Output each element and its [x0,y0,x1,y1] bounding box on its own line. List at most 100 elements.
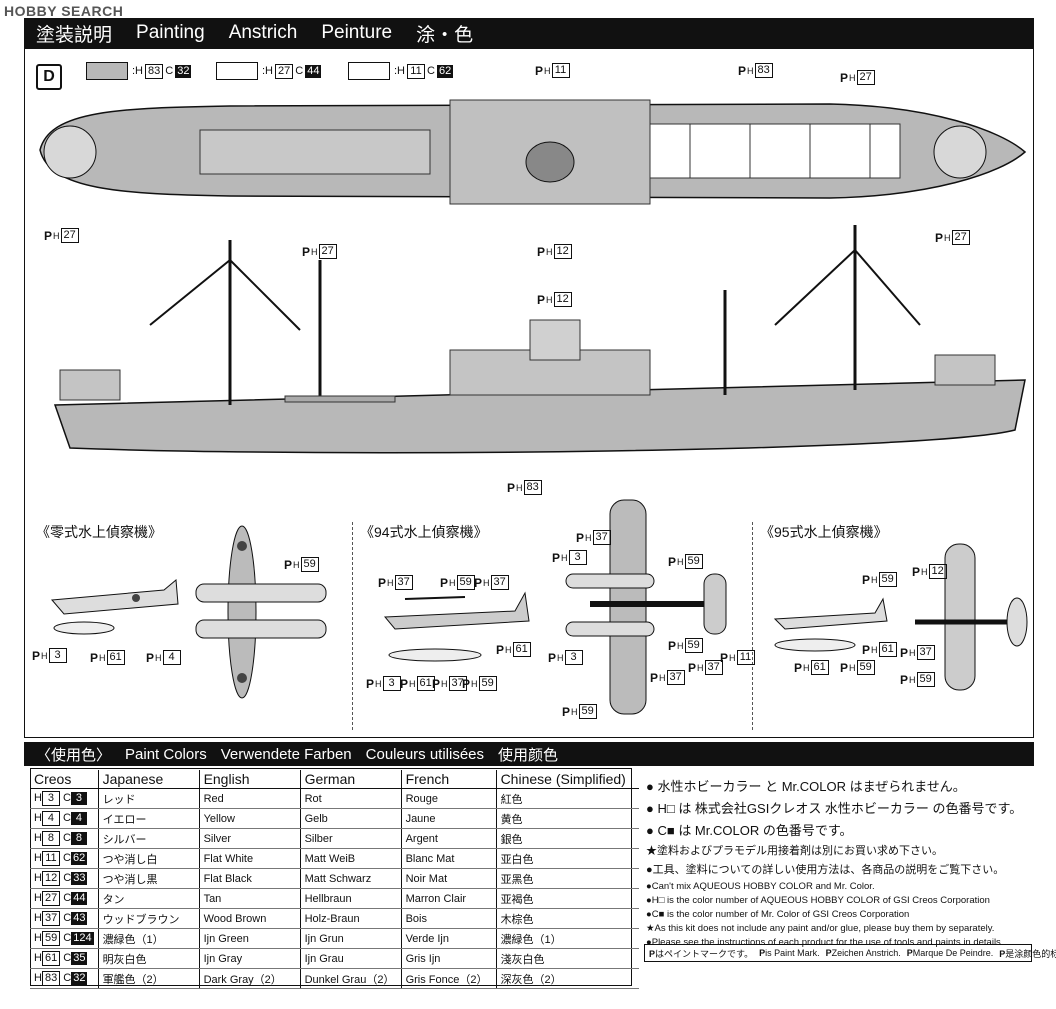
header-de: Anstrich [228,22,298,43]
chinese-name: 深灰色（2） [496,968,639,989]
note-line: ●H□ is the color number of AQUEOUS HOBBY… [646,895,990,906]
swatch-color [216,62,258,80]
japanese-name: つや消し白 [98,848,200,869]
japanese-name: 濃緑色（1） [98,928,200,949]
note-line: ●C■ is the color number of Mr. Color of … [646,909,910,920]
note-line: ●Can't mix AQUEOUS HOBBY COLOR and Mr. C… [646,881,875,892]
note-line: ★As this kit does not include any paint … [646,923,995,934]
table-header-row: Creos Japanese English German French Chi… [30,770,639,789]
german-name: Ijn Grun [300,928,402,949]
paint-header-cn: 使用颜色 [498,746,559,764]
english-name: Dark Gray（2） [199,968,301,989]
watermark: HOBBY SEARCH [4,3,124,19]
header-en: Painting [136,22,205,43]
chinese-name: 亚黑色 [496,868,639,889]
paint-mark-legend: Pはペイントマークです。 Pis Paint Mark. PZeichen An… [644,944,1056,962]
japanese-name: ウッドブラウン [98,908,200,929]
type94-side-view [383,591,530,662]
german-name: Holz-Braun [300,908,402,929]
zero-title: 《零式水上偵察機》 [36,524,162,540]
h-code: 27 [275,63,294,79]
english-name: Silver [199,828,301,849]
english-name: Wood Brown [199,908,301,929]
french-name: Marron Clair [401,888,497,909]
h-code: 11 [407,63,425,79]
german-name: Matt Schwarz [300,868,402,889]
c-code: 32 [175,64,192,78]
notes: ● 水性ホビーカラー と Mr.COLOR はまぜられません。 ● H□ は 株… [646,776,1036,951]
french-name: Rouge [401,788,497,809]
col-chinese: Chinese (Simplified) [496,770,639,789]
divider [752,522,753,730]
chinese-name: 紅色 [496,788,639,809]
japanese-name: タン [98,888,200,909]
header-jp: 塗装説明 [36,24,113,46]
chinese-name: 亚褐色 [496,888,639,909]
col-french: French [401,770,497,789]
chinese-name: 黄色 [496,808,639,829]
col-german: German [300,770,402,789]
japanese-name: イエロー [98,808,200,829]
note-line: ● 水性ホビーカラー と Mr.COLOR はまぜられません。 [646,779,966,794]
zero-top-view [195,525,327,699]
chinese-name: 木棕色 [496,908,639,929]
japanese-name: シルバー [98,828,200,849]
chinese-name: 亚白色 [496,848,639,869]
type95-title: 《95式水上偵察機》 [760,524,888,540]
english-name: Ijn Green [199,928,301,949]
english-name: Flat White [199,848,301,869]
french-name: Argent [401,828,497,849]
french-name: Bois [401,908,497,929]
col-english: English [199,770,301,789]
german-name: Silber [300,828,402,849]
h-code: 83 [145,63,164,79]
paint-header-fr: Couleurs utilisées [365,745,485,763]
type95-side-view [773,597,888,652]
french-name: Gris Ijn [401,948,497,969]
ship-side-view [53,225,1026,454]
german-name: Hellbraun [300,888,402,909]
paint-header-jp: 〈使用色〉 [36,746,112,764]
zero-side-view [50,579,179,635]
chinese-name: 濃緑色（1） [496,928,639,949]
german-name: Matt WeiB [300,848,402,869]
french-name: Verde Ijn [401,928,497,949]
c-code: 44 [305,64,322,78]
paint-mark-de: PZeichen Anstrich. [825,948,901,958]
painting-diagram-panel [24,48,1034,738]
french-name: Blanc Mat [401,848,497,869]
